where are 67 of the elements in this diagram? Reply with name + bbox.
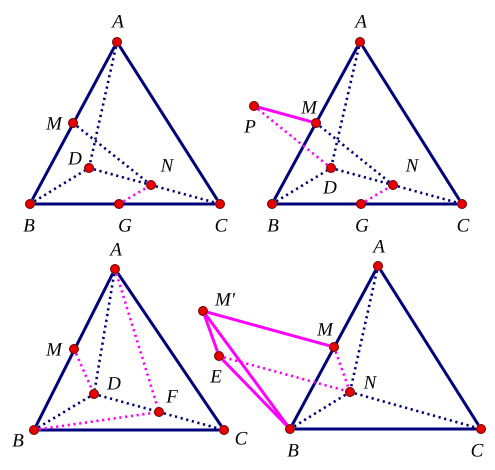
point-label: D	[323, 178, 337, 198]
point-label: B	[12, 432, 24, 450]
dotted-segment	[397, 185, 458, 204]
dotted-segment	[34, 170, 86, 202]
point-label: A	[112, 12, 124, 32]
dotted-segment	[350, 270, 378, 388]
point-label: B	[287, 442, 299, 460]
segment	[361, 45, 461, 201]
segment	[379, 269, 480, 426]
dotted-segment	[38, 395, 90, 429]
dotted-segment	[223, 356, 346, 392]
dotted-segment	[276, 170, 328, 202]
point-label: G	[355, 216, 369, 236]
dotted-segment	[122, 186, 148, 203]
dotted-segment	[88, 46, 118, 164]
dotted-segment	[319, 125, 390, 183]
segment	[118, 45, 219, 201]
point-label: M	[46, 114, 62, 134]
point-label: N	[160, 156, 174, 176]
point-label: D	[107, 374, 121, 394]
point-label: M	[317, 320, 333, 340]
dotted-segment	[94, 274, 116, 390]
dotted-segment	[335, 168, 389, 185]
segment	[295, 428, 476, 430]
segment	[204, 314, 288, 426]
point-label: B	[267, 216, 279, 236]
segment	[207, 310, 330, 348]
segment	[39, 428, 219, 432]
point-label: B	[23, 216, 35, 236]
dotted-segment	[334, 351, 350, 388]
point-label: G	[118, 216, 132, 236]
dotted-segment	[294, 394, 346, 428]
segment	[273, 46, 359, 200]
segment	[203, 315, 219, 352]
dotted-segment	[115, 273, 159, 408]
point-label: M′	[215, 290, 235, 310]
point-label: C	[456, 216, 470, 236]
point-label: C	[234, 430, 248, 448]
segment	[116, 272, 222, 427]
dotted-segment	[354, 392, 477, 429]
point-label: C	[214, 216, 228, 236]
point-label: M	[301, 98, 317, 118]
segment	[277, 202, 457, 206]
dotted-segment	[93, 168, 147, 185]
point-label: A	[355, 12, 367, 32]
dotted-segment	[364, 186, 390, 203]
point-label: N	[364, 374, 376, 392]
point-label: N	[406, 156, 418, 176]
dotted-segment	[330, 46, 360, 164]
point-label: D	[68, 150, 82, 168]
point-label: E	[210, 368, 222, 386]
segment	[221, 358, 288, 426]
segment	[291, 270, 377, 426]
dotted-segment	[76, 125, 148, 183]
point-label: M	[46, 340, 62, 360]
segment	[258, 106, 312, 124]
point-label: P	[244, 118, 256, 136]
point-label: A	[110, 240, 122, 260]
dotted-segment	[257, 108, 328, 166]
point-label: F	[166, 388, 178, 406]
segment	[34, 272, 114, 426]
segment	[31, 46, 116, 200]
segment	[35, 202, 215, 206]
point-label: C	[470, 442, 484, 460]
dotted-segment	[155, 185, 216, 204]
dotted-segment	[74, 353, 94, 390]
point-label: A	[373, 238, 385, 256]
